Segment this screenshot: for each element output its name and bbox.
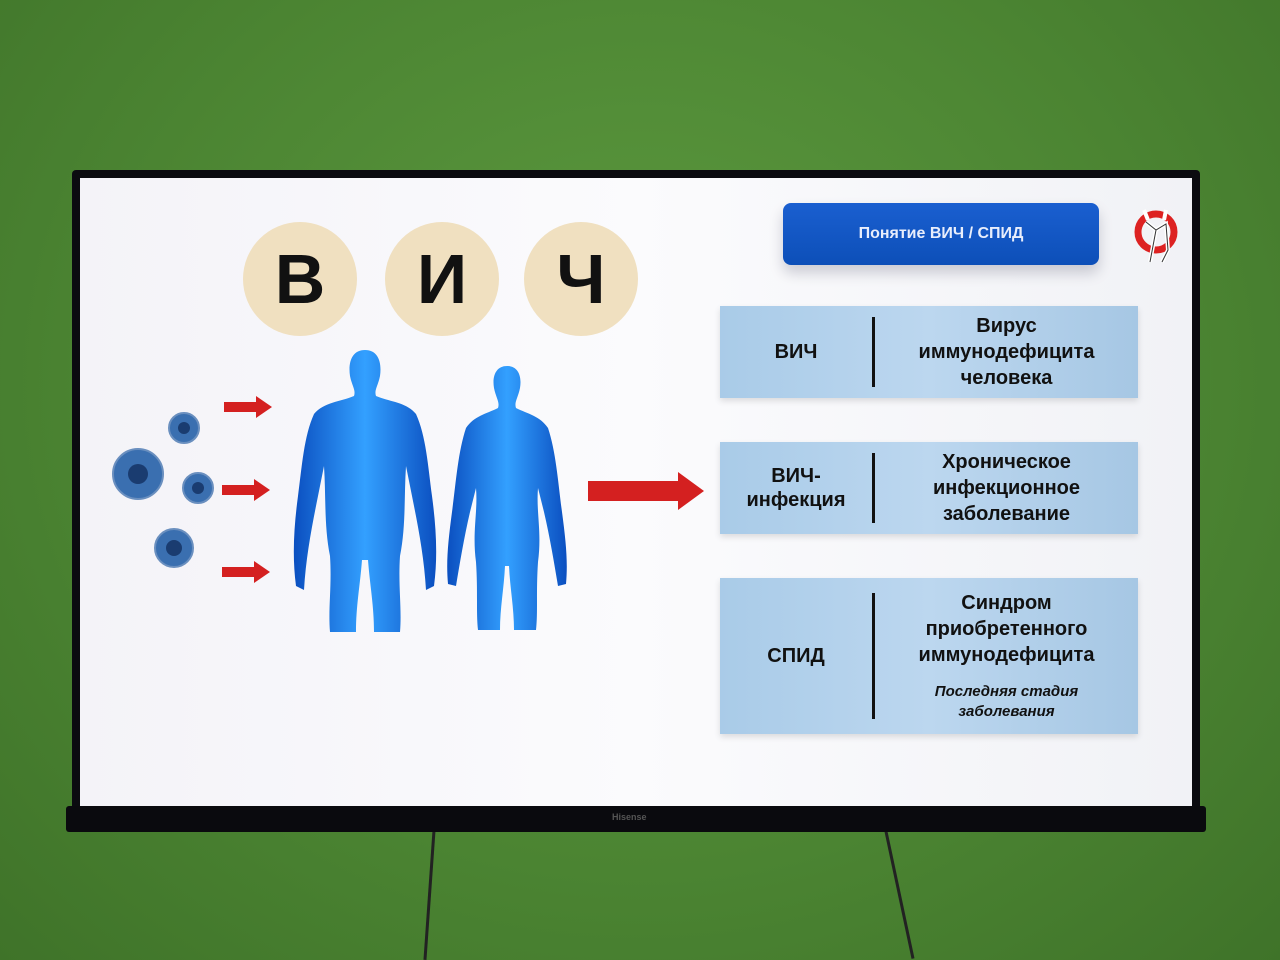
letter-circle: Ч: [524, 222, 638, 336]
definition-line: инфекционное: [932, 477, 1081, 499]
red-arrow-icon: [224, 396, 272, 418]
note-line: заболевания: [958, 703, 1055, 720]
red-arrow-icon: [222, 479, 270, 501]
slide-title-button[interactable]: Понятие ВИЧ / СПИД: [783, 203, 1099, 265]
female-anatomy-figure: [447, 366, 567, 630]
definition-line: человека: [960, 367, 1053, 389]
card-definition: Вирус иммунодефицита человека: [875, 313, 1138, 391]
tv-brand-logo: Hisense: [612, 812, 647, 822]
card-note: Последняя стадия заболевания: [875, 682, 1138, 723]
card-term: СПИД: [767, 645, 825, 667]
divider: [872, 593, 875, 719]
tv-bottom-bezel: [66, 806, 1206, 832]
definition-line: Вирус: [976, 315, 1037, 337]
red-arrow-icon: [222, 561, 270, 583]
definition-card-hiv: ВИЧ Вирус иммунодефицита человека: [720, 306, 1138, 398]
definition-line: Хроническое: [942, 451, 1071, 473]
definition-line: приобретенного: [925, 617, 1088, 640]
letter-circle: В: [243, 222, 357, 336]
male-anatomy-figure: [293, 350, 437, 632]
card-term: ВИЧ- инфекция: [720, 464, 872, 512]
divider: [872, 453, 875, 523]
card-definition: Хроническое инфекционное заболевание: [875, 449, 1138, 527]
definition-line: заболевание: [942, 503, 1071, 525]
definition-card-aids: СПИД Синдром приобретенного иммунодефици…: [720, 578, 1138, 734]
definition-line: иммунодефицита: [918, 341, 1095, 363]
definition-line: иммунодефицита: [918, 643, 1095, 666]
definition-card-hiv-infection: ВИЧ- инфекция Хроническое инфекционное з…: [720, 442, 1138, 534]
presentation-slide: В И Ч Понятие ВИЧ / СПИД ВИЧ Вирус иммун…: [80, 178, 1192, 806]
card-term: ВИЧ: [774, 341, 818, 363]
red-arrow-icon: [588, 472, 704, 510]
term-line: инфекция: [746, 489, 846, 511]
note-line: Последняя стадия: [934, 682, 1079, 700]
letter-circle: И: [385, 222, 499, 336]
card-definition: Синдром приобретенного иммунодефицита По…: [875, 590, 1138, 723]
virus-particles-icon: [112, 412, 214, 568]
definition-line: Синдром: [961, 591, 1052, 614]
term-line: ВИЧ-: [771, 465, 821, 487]
deer-emblem-icon: [1134, 209, 1178, 263]
divider: [872, 317, 875, 387]
